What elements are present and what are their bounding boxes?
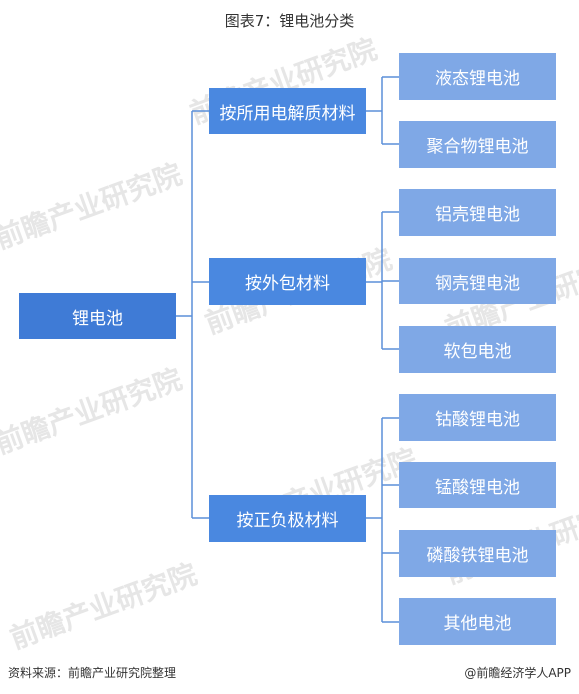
diagram-title: 图表7：锂电池分类: [224, 12, 355, 30]
group-node-electrode: 按正负极材料: [209, 495, 366, 542]
leaf-node: 锰酸锂电池: [399, 462, 556, 508]
credit-note: @前瞻经济学人APP: [464, 666, 571, 680]
source-note: 资料来源：前瞻产业研究院整理: [8, 666, 177, 680]
root-node: 锂电池: [19, 293, 176, 339]
group-node-packaging: 按外包材料: [209, 258, 366, 305]
leaf-node: 其他电池: [399, 598, 556, 645]
leaf-node: 铝壳锂电池: [399, 189, 556, 236]
leaf-node: 钴酸锂电池: [399, 394, 556, 441]
leaf-node: 液态锂电池: [399, 53, 556, 100]
group-node-electrolyte: 按所用电解质材料: [209, 88, 366, 134]
leaf-node: 聚合物锂电池: [399, 121, 556, 168]
leaf-node: 钢壳锂电池: [399, 258, 556, 304]
leaf-node: 磷酸铁锂电池: [399, 530, 556, 577]
leaf-node: 软包电池: [399, 326, 556, 373]
